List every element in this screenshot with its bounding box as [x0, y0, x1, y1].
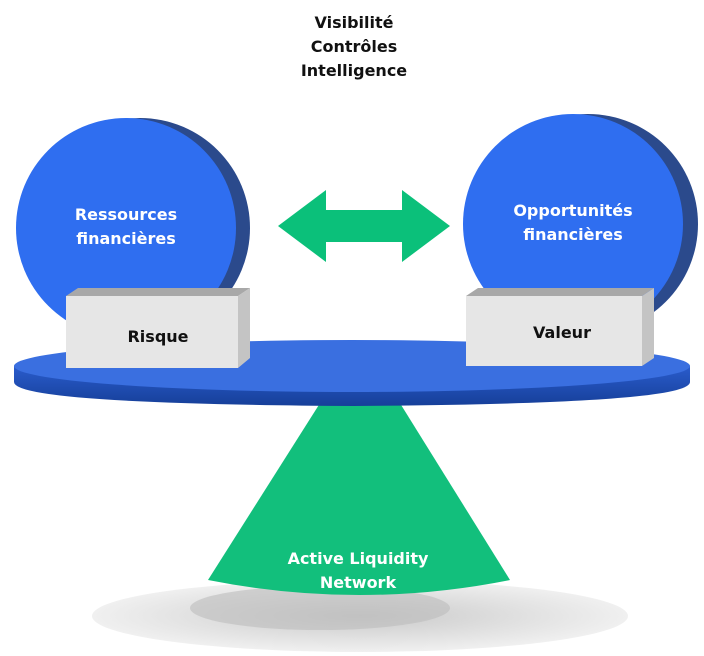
left-circle [16, 118, 236, 338]
left-circle-label-line2: financières [76, 229, 176, 248]
right-box-side [642, 288, 654, 366]
right-circle-label-line1: Opportunités [513, 201, 632, 220]
ground-shadow-inner [190, 586, 450, 630]
header-text: Visibilité Contrôles Intelligence [301, 13, 407, 80]
left-box-top [66, 288, 250, 296]
fulcrum-label-line1: Active Liquidity [288, 549, 429, 568]
right-circle-label-line2: financières [523, 225, 623, 244]
header-line-controles: Contrôles [311, 37, 398, 56]
double-arrow-icon [278, 190, 450, 262]
right-box-label: Valeur [533, 323, 591, 342]
left-box-label: Risque [127, 327, 188, 346]
fulcrum-cone [208, 400, 510, 595]
fulcrum-label-line2: Network [320, 573, 397, 592]
left-box: Risque [66, 288, 250, 368]
left-circle-label-line1: Ressources [75, 205, 177, 224]
right-box-front [466, 296, 642, 366]
right-box: Valeur [466, 288, 654, 366]
right-circle [463, 114, 683, 334]
header-line-visibilite: Visibilité [315, 13, 394, 32]
left-box-side [238, 288, 250, 368]
header-line-intelligence: Intelligence [301, 61, 407, 80]
right-box-top [466, 288, 654, 296]
left-box-front [66, 296, 238, 368]
